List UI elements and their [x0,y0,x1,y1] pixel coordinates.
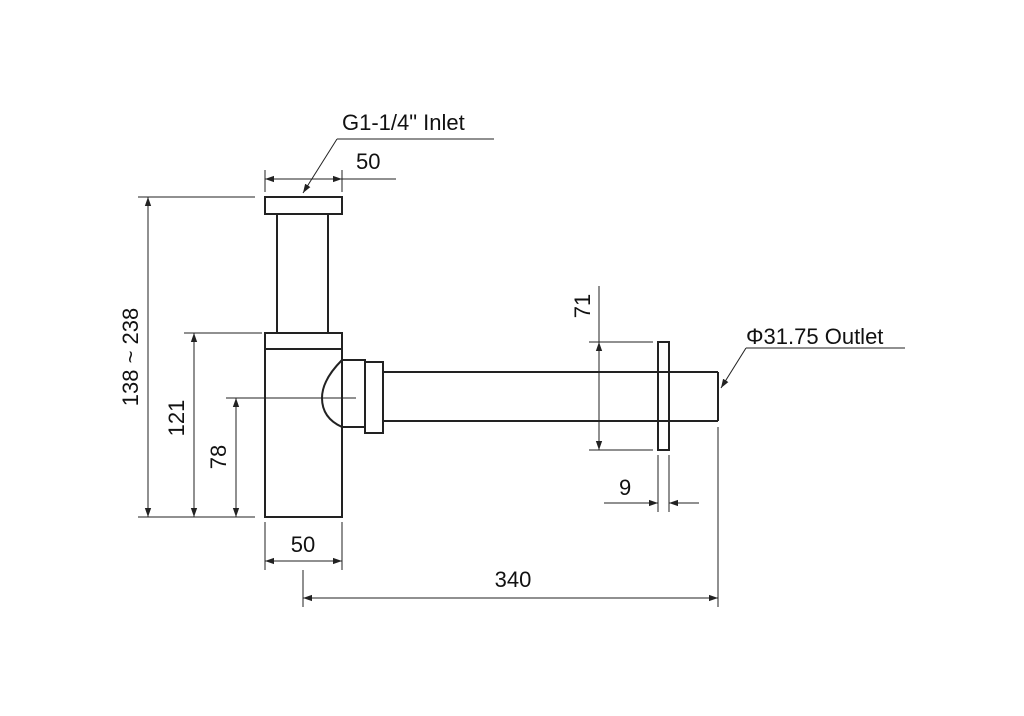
dim-top-width-value: 50 [356,149,380,174]
dim-total-height-value: 138 ~ 238 [118,308,143,406]
dim-projection-value: 340 [495,567,532,592]
siphon-body [264,196,719,518]
dim-flange-thickness-value: 9 [619,475,631,500]
dim-top-width: 50 [264,149,396,192]
dim-outlet-height: 78 [206,397,356,517]
outlet-leader-arrow [720,347,747,389]
outlet-nut [364,361,384,434]
wall-flange [657,341,670,451]
coupling-nut [264,332,343,350]
inlet-cap [264,196,343,215]
dim-total-height: 138 ~ 238 [118,196,255,518]
outlet-label: Φ31.75 Outlet [746,324,883,349]
dim-bottom-width: 50 [264,522,343,570]
dim-outlet-height-value: 78 [206,445,231,469]
inlet-callout: G1-1/4" Inlet [302,110,494,194]
dim-bottom-width-value: 50 [291,532,315,557]
dim-flange-thickness: 9 [604,455,699,512]
bottle-trap [264,349,343,518]
outlet-nut-inner [341,359,366,428]
dim-flange-height-value: 71 [570,294,595,318]
trap-elbow-curve [320,359,343,428]
inlet-label: G1-1/4" Inlet [342,110,465,135]
dim-body-height: 121 [164,332,262,517]
inlet-leader-arrow [302,138,338,194]
dim-projection: 340 [302,427,719,607]
dim-flange-height: 71 [570,286,653,451]
outlet-callout: Φ31.75 Outlet [720,324,905,389]
dim-body-height-value: 121 [164,400,189,437]
